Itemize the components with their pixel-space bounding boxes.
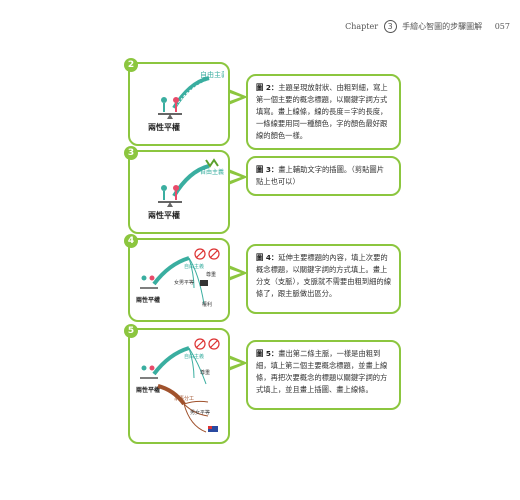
sub-label: 男女平等 [190,409,210,416]
page-number: 057 [494,22,510,31]
central-topic: 兩性平權 [148,122,180,132]
chapter-title: 手繪心智圖的步驟圖解 [402,22,483,31]
figure-label: 圖 4： [256,253,279,262]
sub-label: 尊重 [206,271,216,278]
figure-label: 圖 2： [256,83,279,92]
illustration-box: 自由主義 尊重 兩性平權 家事分工 男女平等 [128,328,230,444]
chapter-word: Chapter [345,22,379,31]
central-topic: 兩性平權 [136,296,160,304]
step-number-badge: 3 [124,146,138,160]
step-description: 圖 5：畫出第二條主脈，一樣是由粗到細，填上第二個主要概念標題，並畫上線條，再把… [246,340,401,410]
figure-label: 圖 3： [256,165,279,174]
step-description: 圖 3：畫上輔助文字的插圖。（剪貼圖片點上也可以） [246,156,401,196]
step-number-badge: 2 [124,58,138,72]
mindmap-drawing: 自由主義 兩性平權 [148,70,224,132]
illustration-box: 自由主義 兩性平權 [128,150,230,234]
central-topic: 兩性平權 [136,386,160,394]
illustration-box: 自由主義 女男平等 尊重 權利 兩性平權 [128,238,230,322]
description-text: 畫出第二條主脈，一樣是由粗到細，填上第二個主要概念標題，並畫上線條，再把次要概念… [256,349,388,394]
figure-label: 圖 5： [256,349,279,358]
central-topic: 兩性平權 [148,210,180,220]
branch-label: 自由主義 [200,70,224,79]
step-description: 圖 4：延伸主要標題的內容，填上次要的概念標題，以關鍵字詞的方式填上。畫上分支（… [246,244,401,314]
branch-label: 家事分工 [174,395,194,402]
mindmap-drawing: 自由主義 女男平等 尊重 權利 兩性平權 [136,248,220,308]
description-text: 畫上輔助文字的插圖。（剪貼圖片點上也可以） [256,165,385,186]
chapter-number: 3 [383,20,397,33]
mindmap-drawing: 自由主義 兩性平權 [148,158,224,220]
step-number-badge: 5 [124,324,138,338]
description-text: 延伸主要標題的內容，填上次要的概念標題，以關鍵字詞的方式填上。畫上分支（支脈），… [256,253,391,298]
branch-label: 自由主義 [200,168,224,176]
step-number-badge: 4 [124,234,138,248]
description-text: 主題呈現放射狀、由粗到細，寫上第一個主要的概念標題，以關鍵字詞方式填寫。畫上線條… [256,83,388,140]
sub-label: 女男平等 [174,279,194,286]
illustration-box: 自由主義 兩性平權 [128,62,230,146]
sub-label: 權利 [202,301,212,308]
step-description: 圖 2：主題呈現放射狀、由粗到細，寫上第一個主要的概念標題，以關鍵字詞方式填寫。… [246,74,401,150]
sub-label: 尊重 [200,369,210,376]
page-header: Chapter 3 手繪心智圖的步驟圖解 057 [0,20,510,33]
mindmap-drawing: 自由主義 尊重 兩性平權 家事分工 男女平等 [136,338,220,433]
